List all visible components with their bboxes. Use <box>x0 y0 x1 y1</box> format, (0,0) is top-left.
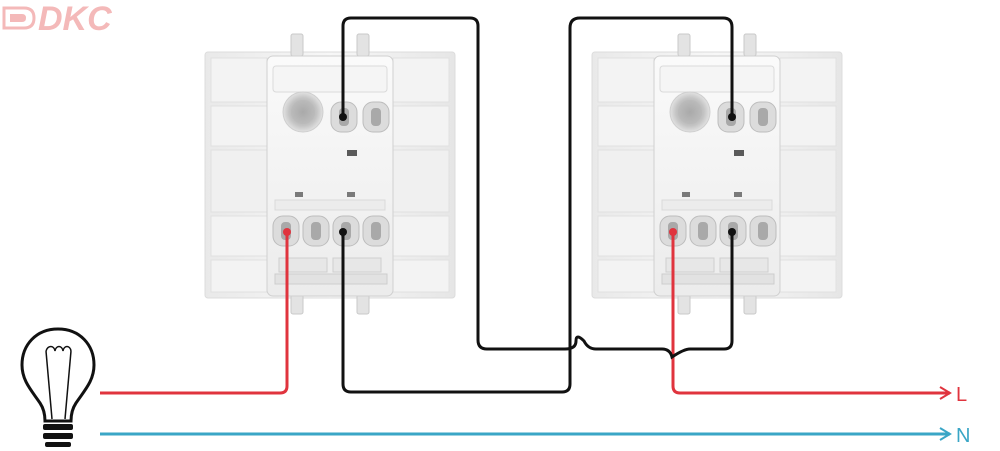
terminal-dot-right-bottom <box>728 228 736 236</box>
neutral-terminal-label: N <box>956 425 970 447</box>
dkc-logo: DKC <box>2 0 112 38</box>
terminal-dot-right-top <box>728 113 736 121</box>
line-terminal-label: L <box>956 384 967 406</box>
switch-left <box>204 33 456 315</box>
terminal-dot-left-common <box>283 228 291 236</box>
traveller-wire-1 <box>341 16 734 360</box>
terminal-dot-left-bottom <box>339 228 347 236</box>
phase-wire-line <box>671 232 950 395</box>
phase-wire-lamp <box>100 232 289 395</box>
light-bulb-icon <box>20 327 96 447</box>
traveller-wire-2 <box>341 16 734 394</box>
dkc-logo-icon <box>2 6 36 30</box>
dkc-logo-text: DKC <box>38 0 112 38</box>
switch-right <box>591 33 843 315</box>
neutral-wire <box>100 427 952 441</box>
terminal-dot-left-top <box>339 113 347 121</box>
terminal-dot-right-common <box>669 228 677 236</box>
